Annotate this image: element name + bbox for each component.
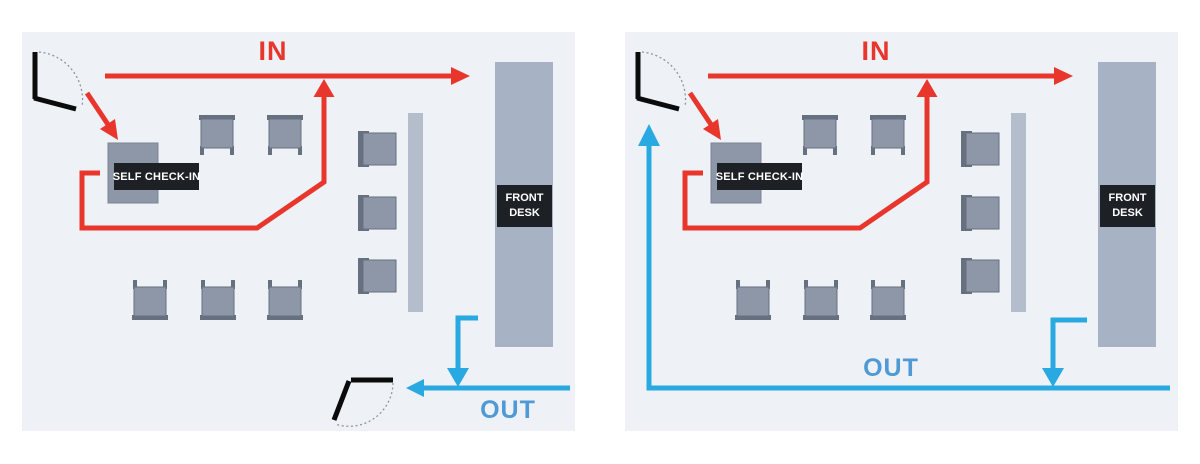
floorplan-panel-right: IN SELF CHECK-IN FRONT DESK OUT [625,32,1178,431]
out-label: OUT [480,396,536,424]
floorplan-panel-left: IN SELF CHECK-IN FRONT DESK OUT [22,32,575,431]
floorplan-right-drawing [625,32,1170,391]
out-label: OUT [863,354,919,382]
front-desk-label: FRONT DESK [1100,185,1155,227]
front-desk-label: FRONT DESK [497,185,552,227]
out-flow-from-desk-arrow [1042,317,1087,387]
out-exit-arrow [406,379,570,397]
in-label: IN [861,36,891,66]
out-flow-from-desk-arrow [447,315,478,387]
room-layout [34,52,553,347]
out-flow-to-door-arrow [638,124,1170,391]
room-layout [637,52,1156,347]
self-check-in-label: SELF CHECK-IN [716,163,803,190]
in-label: IN [258,36,288,66]
exit-door-icon [331,377,394,427]
floorplan-left-drawing [22,32,570,427]
self-check-in-label: SELF CHECK-IN [113,163,200,190]
